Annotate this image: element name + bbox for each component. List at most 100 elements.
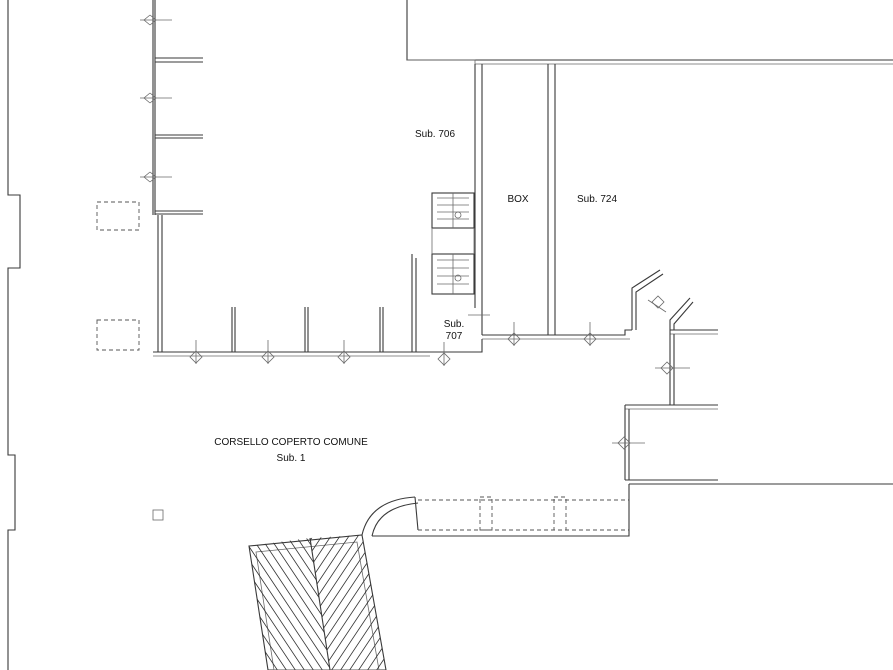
garage-door-icon-1 bbox=[189, 340, 203, 364]
ramp-hatch-line bbox=[148, 530, 248, 670]
label-sub-706: Sub. 706 bbox=[415, 129, 455, 140]
ramp-hatch-line bbox=[249, 538, 285, 670]
ramp-hatch-line bbox=[130, 530, 230, 670]
ramp-hatch-line bbox=[369, 535, 386, 670]
label-sub-707-line2: 707 bbox=[446, 331, 463, 342]
ramp-hatch-line bbox=[282, 538, 330, 670]
room-sub-706-walls bbox=[153, 215, 430, 357]
ramp-hatch-line bbox=[418, 530, 518, 670]
ramp-hatch-line bbox=[85, 530, 185, 670]
ramp-hatch-line bbox=[112, 530, 212, 670]
ramp-hatch-line bbox=[49, 530, 149, 670]
ramp-hatch-line bbox=[378, 535, 386, 670]
ramp-hatch-line bbox=[388, 530, 488, 670]
ramp-hatch-line bbox=[360, 535, 386, 670]
ramp-hatch-line bbox=[310, 535, 336, 670]
ramp-hatch-line bbox=[199, 530, 299, 670]
ramp-hatch-line bbox=[58, 530, 158, 670]
ramp-hatch-line bbox=[249, 538, 294, 670]
ramp-hatch-line bbox=[94, 530, 194, 670]
left-wall-door-icon-3 bbox=[140, 171, 172, 183]
ramp-hatch-line bbox=[391, 530, 491, 670]
ramp-hatch-line bbox=[373, 530, 473, 670]
ramp-hatch-line bbox=[249, 538, 276, 670]
ramp-hatch-line bbox=[249, 538, 330, 670]
sub-724-door-icon bbox=[583, 322, 597, 346]
ramp-hatch-line bbox=[100, 530, 200, 670]
ramp-hatch-line bbox=[255, 538, 330, 670]
small-pillar bbox=[152, 509, 164, 521]
label-sub-707-line1: Sub. bbox=[444, 319, 465, 330]
right-door-icon-2 bbox=[612, 436, 645, 450]
ramp-hatch-line bbox=[382, 530, 482, 670]
ramp-hatch-line bbox=[190, 530, 290, 670]
ramp-hatch-line bbox=[460, 530, 560, 670]
ramp-hatch-line bbox=[249, 538, 321, 670]
angled-wall-right bbox=[631, 269, 694, 330]
staircase bbox=[411, 192, 475, 353]
ramp-hatch-line bbox=[409, 530, 509, 670]
ramp-hatch-line bbox=[433, 530, 533, 670]
ramp-hatch-line bbox=[436, 530, 536, 670]
garage-door-icon-2 bbox=[261, 340, 275, 364]
hatched-ramp bbox=[40, 530, 596, 670]
ramp-hatch-line bbox=[346, 530, 446, 670]
ramp-hatch-line bbox=[139, 530, 239, 670]
ramp-hatch-line bbox=[291, 538, 330, 670]
ramp-hatch-line bbox=[310, 535, 381, 670]
ramp-hatch-line bbox=[478, 530, 578, 670]
ramp-hatch-line bbox=[406, 530, 506, 670]
ramp-hatch-line bbox=[496, 530, 596, 670]
ramp-hatch-line bbox=[121, 530, 221, 670]
ramp-hatch-line bbox=[163, 530, 263, 670]
ramp-hatch-line bbox=[415, 530, 515, 670]
ramp-hatch-line bbox=[400, 530, 500, 670]
label-corridor-line1: CORSELLO COPERTO COMUNE bbox=[214, 437, 368, 448]
label-corridor-line2: Sub. 1 bbox=[277, 453, 306, 464]
ramp-hatch-line bbox=[397, 530, 497, 670]
box-and-sub-724-walls bbox=[430, 64, 632, 353]
ramp-hatch-line bbox=[424, 530, 524, 670]
ramp-hatch-line bbox=[118, 530, 218, 670]
dashed-column-1 bbox=[96, 201, 140, 231]
ramp-hatch-line bbox=[327, 538, 330, 670]
ramp-hatch-line bbox=[310, 535, 345, 670]
ramp-hatch-line bbox=[310, 535, 372, 670]
ramp-hatch-line bbox=[145, 530, 245, 670]
ramp-hatch-line bbox=[427, 530, 527, 670]
ramp-hatch-line bbox=[249, 538, 330, 670]
ramp-hatch-line bbox=[136, 530, 236, 670]
ramp-hatch-line bbox=[310, 535, 354, 670]
ramp-hatch-line bbox=[109, 530, 209, 670]
dashed-column-2 bbox=[96, 319, 140, 351]
sub-707-door-icon bbox=[437, 342, 451, 366]
ramp-hatch-line bbox=[249, 538, 258, 670]
top-right-structure bbox=[406, 0, 893, 65]
label-sub-724: Sub. 724 bbox=[577, 194, 617, 205]
ramp-hatch-line bbox=[127, 530, 227, 670]
ramp-hatch-line bbox=[442, 530, 542, 670]
ramp-hatch-line bbox=[342, 535, 386, 670]
ramp-hatch-line bbox=[351, 535, 386, 670]
ramp-top-wall bbox=[361, 484, 630, 537]
ramp-hatch-line bbox=[364, 530, 464, 670]
left-partition-wall bbox=[152, 0, 203, 215]
ramp-hatch-line bbox=[103, 530, 203, 670]
ramp-hatch-line bbox=[355, 530, 455, 670]
ramp-hatch-line bbox=[487, 530, 587, 670]
ramp-hatch-line bbox=[154, 530, 254, 670]
left-wall-door-icon-1 bbox=[140, 14, 172, 26]
ramp-hatch-line bbox=[40, 530, 140, 670]
ramp-hatch-line bbox=[249, 538, 330, 670]
ramp-hatch-line bbox=[76, 530, 176, 670]
ramp-hatch-line bbox=[333, 535, 386, 670]
left-boundary-wall bbox=[7, 0, 21, 670]
box-door-icon bbox=[507, 322, 521, 346]
ramp-hatch-line bbox=[315, 535, 386, 670]
label-box: BOX bbox=[507, 194, 528, 205]
left-wall-door-icon-2 bbox=[140, 92, 172, 104]
right-side-rooms bbox=[624, 329, 893, 485]
right-door-icon-1 bbox=[655, 361, 690, 375]
ramp-hatch-line bbox=[337, 530, 437, 670]
